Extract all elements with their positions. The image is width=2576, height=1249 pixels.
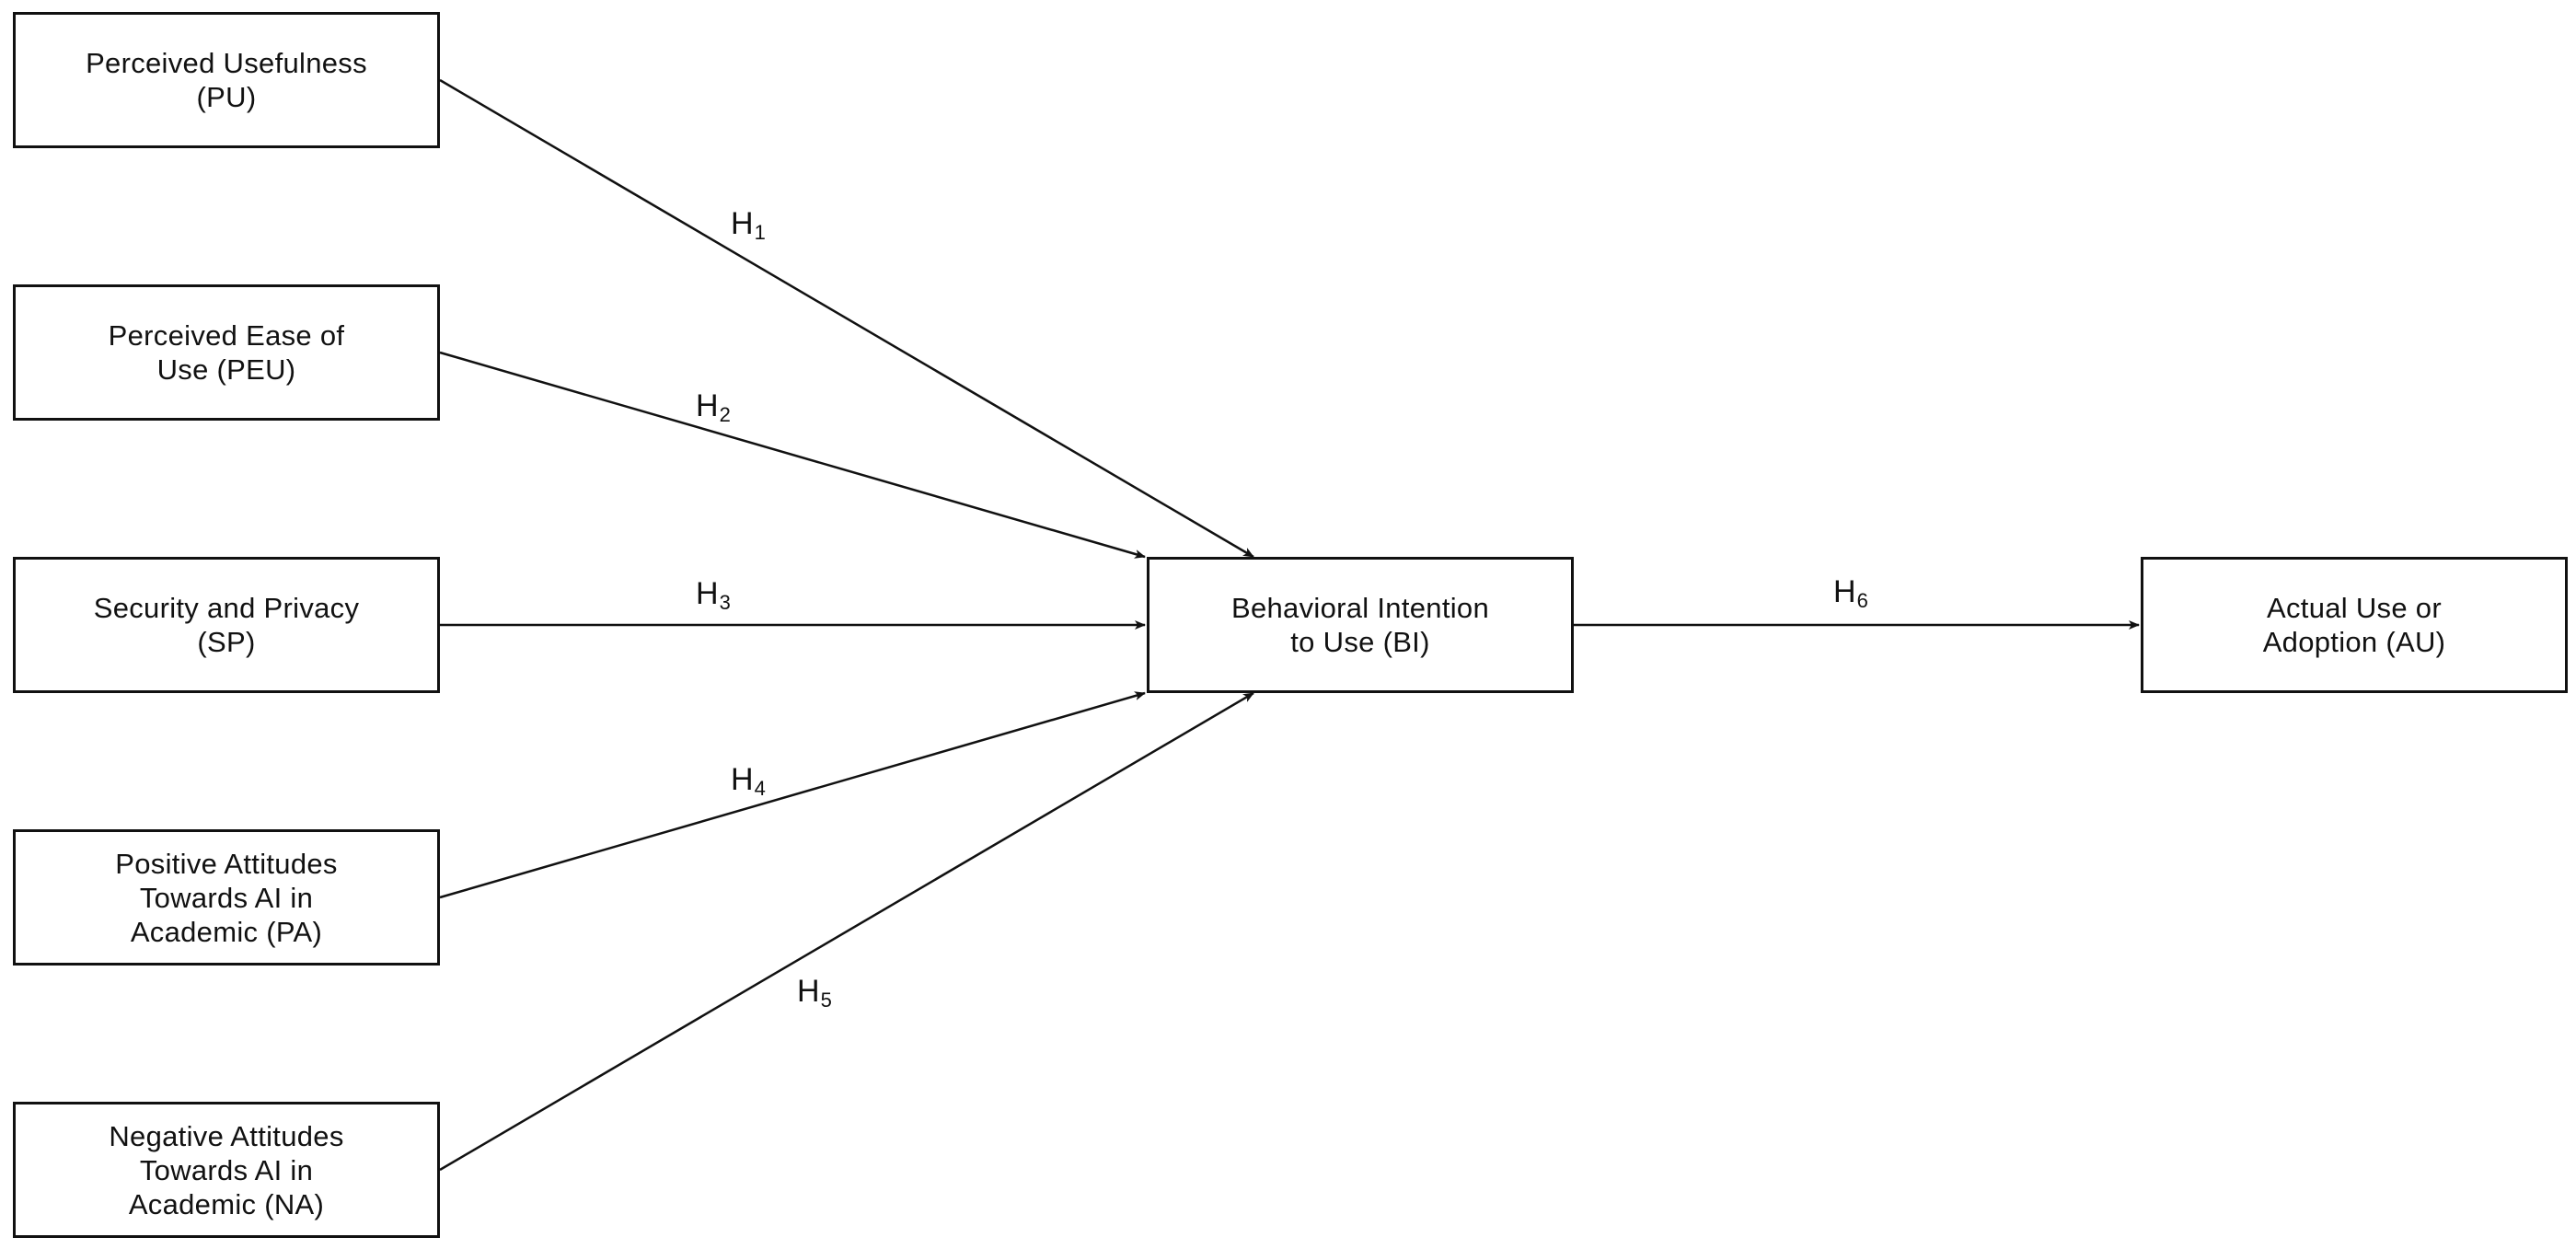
- hypothesis-letter: H: [1833, 574, 1856, 609]
- node-label: Security and Privacy (SP): [93, 592, 360, 658]
- hypothesis-label-h3: H3: [696, 578, 731, 619]
- arrow-na-to-bi: [439, 691, 1254, 1172]
- node-perceived-ease-of-use: Perceived Ease of Use (PEU): [13, 284, 440, 421]
- arrow-pa-to-bi: [439, 691, 1146, 899]
- hypothesis-index: 3: [719, 591, 731, 614]
- node-label: Negative Attitudes Towards AI in Academi…: [109, 1119, 344, 1220]
- arrow-peu-to-bi: [439, 351, 1146, 559]
- hypothesis-index: 2: [719, 403, 731, 426]
- node-label: Perceived Ease of Use (PEU): [108, 319, 345, 386]
- hypothesis-index: 1: [754, 221, 766, 244]
- hypothesis-letter: H: [797, 974, 820, 1009]
- node-label: Positive Attitudes Towards AI in Academi…: [115, 847, 338, 948]
- hypothesis-index: 4: [754, 777, 766, 800]
- hypothesis-index: 6: [1856, 589, 1868, 612]
- hypothesis-letter: H: [696, 576, 719, 611]
- hypothesis-letter: H: [696, 388, 719, 423]
- hypothesis-label-h2: H2: [696, 390, 731, 431]
- node-perceived-usefulness: Perceived Usefulness (PU): [13, 12, 440, 148]
- node-label: Behavioral Intention to Use (BI): [1230, 592, 1490, 658]
- node-label: Perceived Usefulness (PU): [86, 47, 367, 113]
- hypothesis-letter: H: [731, 206, 754, 241]
- hypothesis-index: 5: [820, 989, 832, 1012]
- hypothesis-label-h5: H5: [797, 976, 832, 1016]
- node-positive-attitudes: Positive Attitudes Towards AI in Academi…: [13, 829, 440, 966]
- node-negative-attitudes: Negative Attitudes Towards AI in Academi…: [13, 1102, 440, 1238]
- hypothesis-label-h6: H6: [1833, 576, 1868, 617]
- hypothesis-label-h4: H4: [731, 764, 766, 804]
- node-behavioral-intention: Behavioral Intention to Use (BI): [1147, 557, 1574, 693]
- node-label: Actual Use or Adoption (AU): [2262, 592, 2446, 658]
- hypothesis-letter: H: [731, 762, 754, 797]
- node-actual-use: Actual Use or Adoption (AU): [2141, 557, 2568, 693]
- node-security-and-privacy: Security and Privacy (SP): [13, 557, 440, 693]
- arrow-pu-to-bi: [439, 78, 1254, 559]
- hypothesis-label-h1: H1: [731, 208, 766, 249]
